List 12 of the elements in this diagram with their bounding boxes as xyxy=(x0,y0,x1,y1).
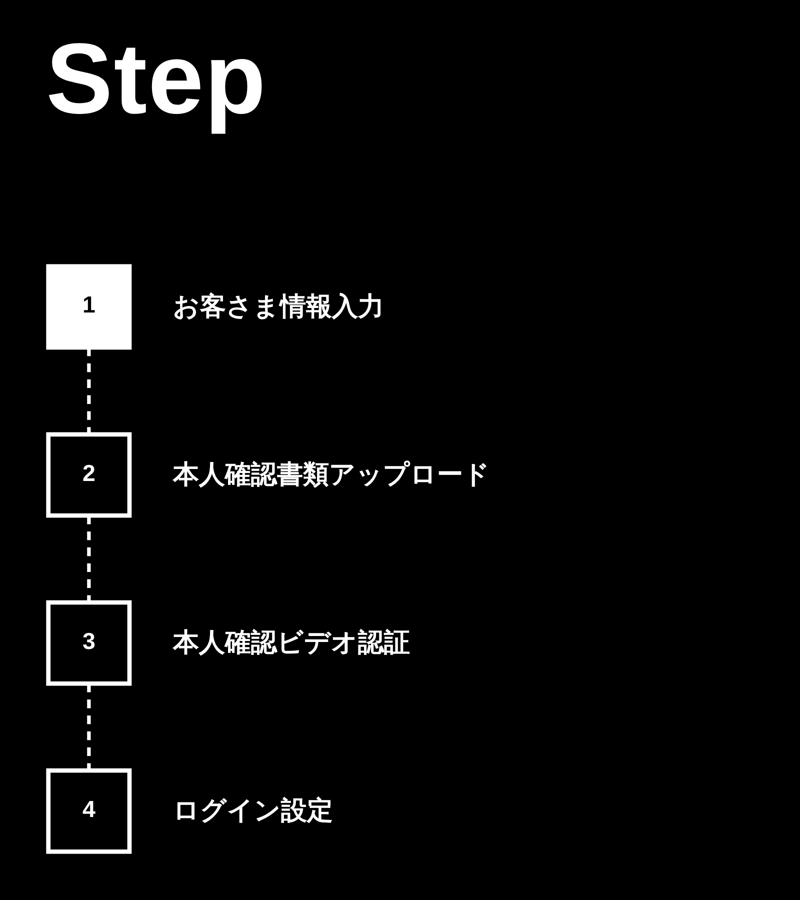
step-label: 本人確認書類アップロード xyxy=(172,460,490,490)
title: Step xyxy=(46,24,267,134)
step-label: ログイン設定 xyxy=(172,796,333,826)
step-number-box: 4 xyxy=(46,768,132,854)
step-number-box: 3 xyxy=(46,600,132,686)
step-label: 本人確認ビデオ認証 xyxy=(172,628,410,658)
dashed-connector xyxy=(87,684,91,771)
step-number-box: 2 xyxy=(46,432,132,518)
step-number-box: 1 xyxy=(46,264,132,350)
step-label: お客さま情報入力 xyxy=(172,292,384,322)
dashed-connector xyxy=(87,516,91,602)
dashed-connector xyxy=(87,347,91,434)
